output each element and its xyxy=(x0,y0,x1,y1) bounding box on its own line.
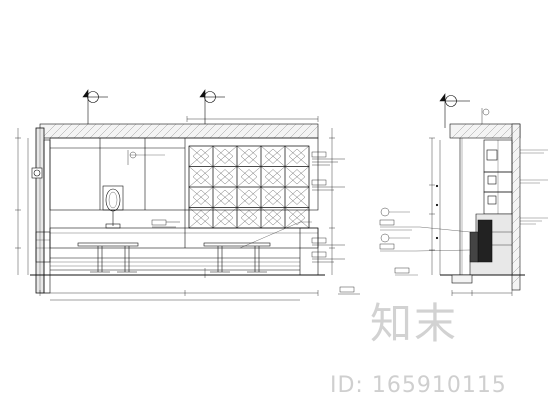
wine-rack-diamond xyxy=(240,210,258,226)
section-marker-left xyxy=(82,89,108,128)
table-right xyxy=(203,242,271,273)
wine-rack-diagonal xyxy=(284,145,310,167)
wine-rack-diagonal xyxy=(212,166,238,188)
wine-rack-diagonal xyxy=(236,145,262,167)
wine-rack-diamond xyxy=(240,169,258,185)
watermark: 知末 ID: 165910115 xyxy=(330,299,507,398)
wine-rack-diamond xyxy=(216,169,234,185)
right-section xyxy=(379,93,548,296)
wine-rack-diamond xyxy=(192,210,210,226)
wine-rack-diamond xyxy=(288,169,306,185)
wine-rack-diagonal xyxy=(212,186,238,208)
wine-rack-diamond xyxy=(264,148,282,164)
wine-rack-diagonal xyxy=(260,186,286,208)
watermark-logo: 知末 xyxy=(370,299,458,348)
wine-rack-diagonal xyxy=(212,207,238,229)
wine-rack-diamond xyxy=(288,189,306,205)
wine-rack-diagonal xyxy=(236,166,262,188)
watermark-id: ID: 165910115 xyxy=(330,373,507,398)
wine-rack-diamond xyxy=(264,169,282,185)
wine-rack-diamond xyxy=(288,210,306,226)
wine-rack-diagonal xyxy=(236,207,262,229)
callout-labels-left xyxy=(151,151,360,295)
wine-rack-diagonal xyxy=(284,207,310,229)
wine-rack-diagonal xyxy=(188,186,214,208)
lamp xyxy=(102,185,124,229)
ceiling-hatch xyxy=(41,123,319,139)
wine-rack-grid xyxy=(188,145,310,229)
wine-rack-diamond xyxy=(264,189,282,205)
wine-rack-diagonal xyxy=(260,207,286,229)
wine-rack-diamond xyxy=(216,210,234,226)
wine-rack-diamond xyxy=(192,189,210,205)
wine-rack-diagonal xyxy=(188,166,214,188)
wine-rack-diamond xyxy=(264,210,282,226)
wine-rack-diagonal xyxy=(284,186,310,208)
section-marker-mid xyxy=(199,89,225,128)
wine-rack-diagonal xyxy=(212,145,238,167)
wine-rack-diagonal xyxy=(284,166,310,188)
wine-rack-diamond xyxy=(192,169,210,185)
wine-rack-diamond xyxy=(240,189,258,205)
left-elevation xyxy=(15,89,335,301)
table-left xyxy=(77,242,139,273)
wine-rack-diamond xyxy=(288,148,306,164)
wine-rack-diagonal xyxy=(188,207,214,229)
wine-rack-diagonal xyxy=(260,166,286,188)
wine-rack-diamond xyxy=(216,189,234,205)
wine-rack-diagonal xyxy=(188,145,214,167)
section-marker-right xyxy=(439,93,470,128)
wine-rack-diagonal xyxy=(236,186,262,208)
wine-rack-diamond xyxy=(216,148,234,164)
wine-rack-diamond xyxy=(240,148,258,164)
wine-rack-diamond xyxy=(192,148,210,164)
wine-rack-diagonal xyxy=(260,145,286,167)
